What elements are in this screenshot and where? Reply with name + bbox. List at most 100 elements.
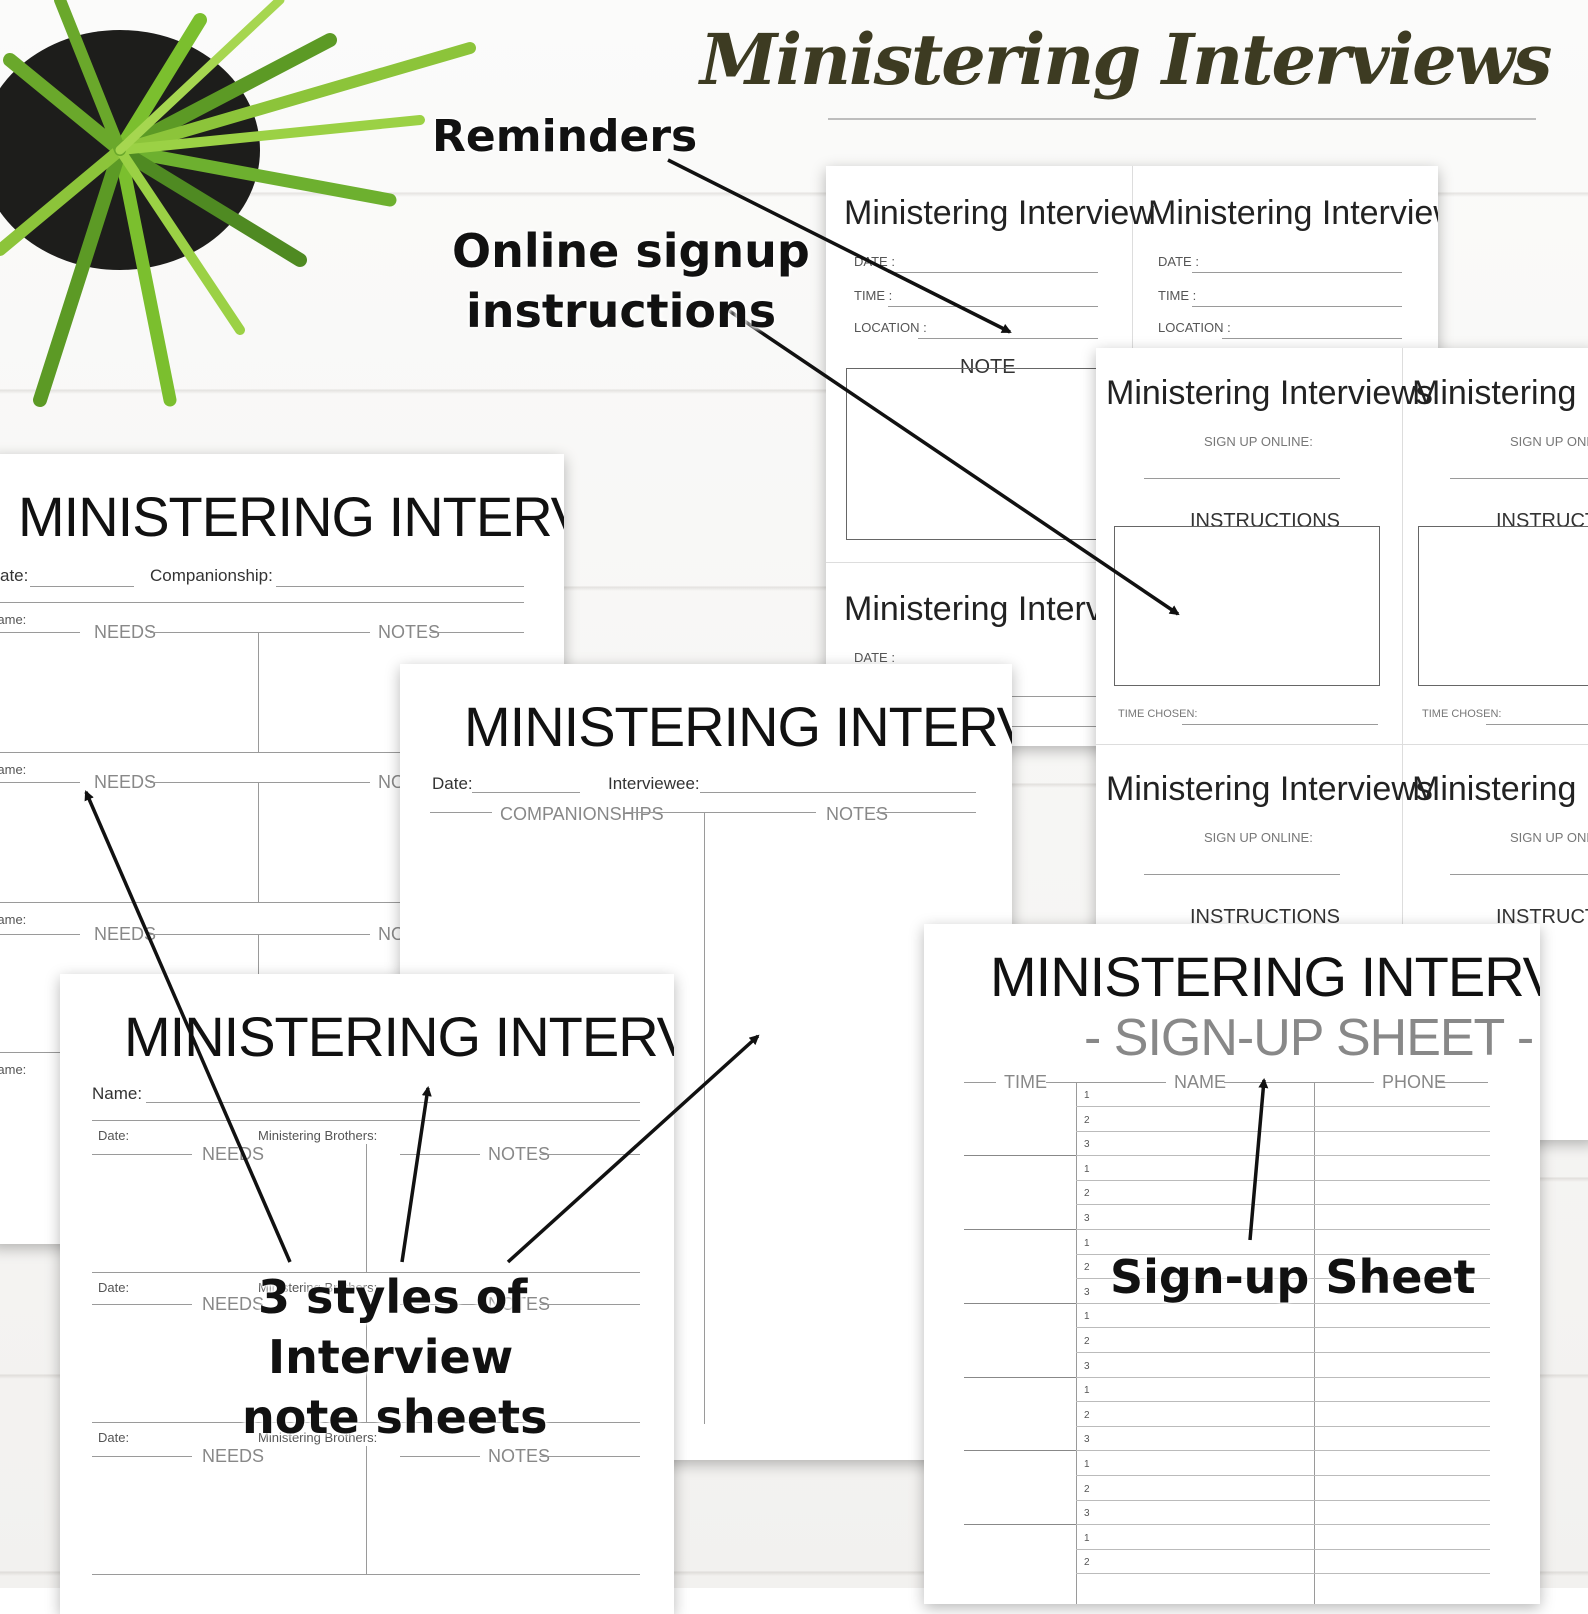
needs-label: NEEDS (94, 772, 157, 792)
divider (92, 1304, 192, 1305)
row-number: 2 (1084, 1336, 1090, 1347)
reminders-annotation: Reminders (432, 111, 698, 162)
name-column-label: NAME (1174, 1072, 1227, 1092)
row-number: 1 (1084, 1163, 1090, 1175)
name-line (146, 1102, 640, 1103)
date-label: Date: (98, 1128, 130, 1143)
companionship-label: Companionship: (150, 566, 273, 585)
divider (92, 1574, 640, 1575)
signup-online-label: SIGN UP ONLINE: (1204, 434, 1313, 449)
time-line (888, 306, 1098, 307)
notes-label: NOTES (378, 622, 441, 642)
signup-card-title: Ministering Interviews (1106, 770, 1433, 808)
row-line (1076, 1524, 1490, 1526)
divider (876, 812, 976, 813)
row-line (1076, 1425, 1490, 1427)
row-line (1076, 1376, 1490, 1378)
divider (92, 1456, 192, 1457)
sheet-title: MINISTERING INTERVIEWS (464, 695, 1012, 758)
row-line (1076, 1204, 1490, 1206)
divider (400, 1304, 480, 1305)
signup-sheet-annotation: Sign-up Sheet (1110, 1250, 1476, 1304)
row-number: 1 (1084, 1090, 1090, 1101)
brothers-label: Ministering Brothers: (258, 1280, 378, 1295)
date-label: Date: (98, 1430, 130, 1445)
divider (964, 1082, 996, 1083)
row-line (1076, 1475, 1490, 1476)
divider (1224, 1082, 1374, 1083)
needs-label: NEEDS (202, 1144, 265, 1164)
time-chosen-label: TIME CHOSEN: (1422, 708, 1502, 720)
row-number: 2 (1084, 1409, 1090, 1421)
row-number: 3 (1084, 1139, 1090, 1151)
row-number: 3 (1084, 1508, 1090, 1520)
divider (92, 1154, 192, 1155)
signup-sheet-arrow (1248, 1078, 1269, 1241)
card-divider (1132, 166, 1133, 366)
signup-online-label: SIGN UP ONLIN (1510, 434, 1588, 449)
brothers-label: Ministering Brothers: (258, 1430, 378, 1445)
divider (0, 602, 524, 603)
name-label: Name: (92, 1084, 143, 1103)
row-number: 2 (1084, 1557, 1090, 1569)
row-number: 2 (1084, 1483, 1090, 1495)
online-signup-annotation-line1: Online signup (452, 224, 810, 278)
column-divider (258, 632, 259, 752)
sheet-title: MINISTERING INTERVIEWS (990, 945, 1540, 1008)
row-line (1076, 1548, 1490, 1550)
divider (540, 1304, 640, 1305)
divider (1438, 1082, 1488, 1083)
sheet-title: MINISTERING INTERVIEWS (18, 485, 564, 548)
row-line (1076, 1302, 1490, 1304)
styles-annotation-line2: Interview (268, 1330, 514, 1384)
time-slot-line (964, 1155, 1076, 1157)
divider (0, 632, 80, 633)
time-slot-line (964, 1376, 1076, 1378)
row-line (1076, 1106, 1490, 1107)
notes-label: NOTES (488, 1144, 551, 1164)
signup-card-title: Ministering Int (1412, 374, 1588, 412)
name-label: Name: (0, 912, 27, 927)
time-slot-line (964, 1302, 1076, 1304)
styles-annotation-line3: note sheets (242, 1390, 548, 1444)
plant-image (0, 0, 476, 407)
location-line (1222, 338, 1402, 339)
row-line (1076, 1253, 1490, 1255)
needs-label: NEEDS (202, 1294, 265, 1314)
instructions-label: INSTRUCTIONS (1190, 906, 1340, 928)
column-divider (258, 782, 259, 902)
date-line (472, 792, 580, 793)
divider (1046, 1082, 1166, 1083)
row-number: 1 (1084, 1311, 1090, 1323)
instructions-box (1114, 526, 1380, 686)
notes-label: NOTES (488, 1446, 551, 1466)
name-label: Name: (0, 1062, 27, 1077)
date-label: DATE : (854, 650, 895, 665)
row-line (1076, 1401, 1490, 1403)
notes-label: NO (378, 924, 405, 944)
signup-online-line (1450, 478, 1588, 479)
divider (626, 812, 816, 813)
online-signup-annotation-line2: instructions (466, 284, 777, 338)
divider (430, 812, 492, 813)
time-chosen-label: TIME CHOSEN: (1118, 708, 1198, 720)
column-divider (366, 1144, 367, 1272)
row-number: 2 (1084, 1188, 1090, 1200)
companionship-line (276, 586, 524, 587)
signup-online-label: SIGN UP ONLIN (1510, 830, 1588, 845)
column-divider (366, 1446, 367, 1574)
notes-label: NOTES (488, 1294, 551, 1314)
signup-card-title: Ministering Interviews (1106, 374, 1433, 412)
row-line (1076, 1229, 1490, 1230)
signup-card-title: Ministering Int (1412, 770, 1588, 808)
page-title: Ministering Interviews (700, 18, 1552, 101)
sheet-subtitle: - SIGN-UP SHEET - (1084, 1009, 1534, 1067)
divider (0, 782, 80, 783)
interviewee-line (700, 792, 976, 793)
divider (540, 1456, 640, 1457)
row-number: 2 (1084, 1262, 1090, 1274)
notes-label: NOTES (826, 804, 889, 824)
row-number: 3 (1084, 1434, 1090, 1446)
sheet-title: MINISTERING INTERVIEWS (124, 1005, 674, 1068)
phone-column-label: PHONE (1382, 1072, 1447, 1092)
